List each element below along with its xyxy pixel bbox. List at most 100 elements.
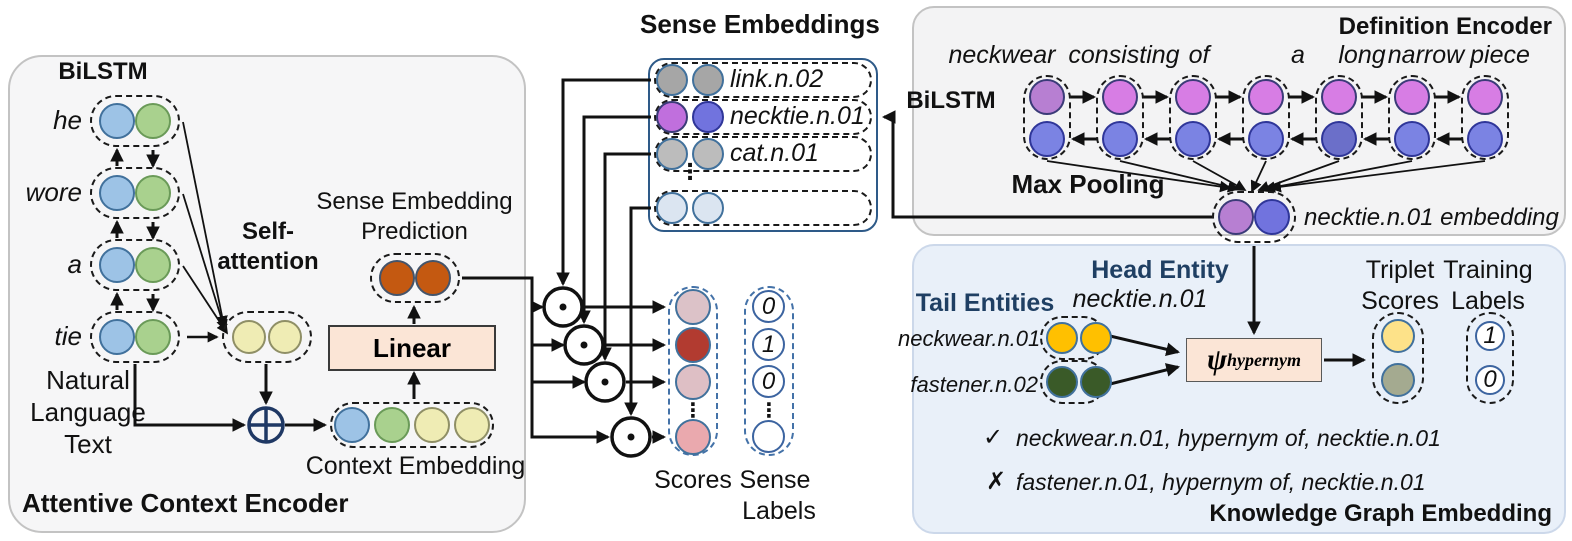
- natural-language-text-label-line3: Text: [64, 429, 112, 459]
- score-node: [675, 364, 711, 400]
- context-node: [454, 407, 490, 443]
- attentive-context-encoder-title: Attentive Context Encoder: [22, 488, 349, 518]
- dot-product-operators: [542, 286, 652, 458]
- natural-language-text-label-line2: Language: [30, 397, 146, 427]
- knowledge-graph-embedding-title: Knowledge Graph Embedding: [1209, 500, 1552, 527]
- sense-vector-node: [656, 64, 688, 96]
- prediction-node: [379, 260, 415, 296]
- definition-word: piece: [1470, 41, 1530, 69]
- prediction-node: [415, 260, 451, 296]
- head-entity-value: necktie.n.01: [1072, 285, 1208, 313]
- triplet-scores-column: [1372, 312, 1424, 404]
- dot-product-operator: [542, 286, 584, 328]
- negative-triplet-text: fastener.n.01, hypernym of, necktie.n.01: [1016, 469, 1426, 495]
- forward-state-node: [1102, 79, 1138, 115]
- sense-row: [654, 62, 872, 98]
- backward-state-node: [1321, 121, 1357, 157]
- dot-product-operator: [610, 416, 652, 458]
- score-node: [675, 327, 711, 363]
- tail-entity-label: neckwear.n.01: [898, 326, 1041, 351]
- sense-vector-node: [656, 192, 688, 224]
- backward-state-node: [135, 103, 171, 139]
- definition-bilstm-column: [1242, 75, 1290, 160]
- bilstm-cell-pair: [90, 167, 180, 219]
- context-node: [334, 407, 370, 443]
- backward-state-node: [135, 247, 171, 283]
- backward-state-node: [1102, 121, 1138, 157]
- entity-node: [1080, 322, 1112, 354]
- attention-vector-pair: [222, 311, 312, 363]
- context-node: [374, 407, 410, 443]
- sense-embedding-prediction-label-line2: Prediction: [361, 218, 468, 245]
- sense-row-label: necktie.n.01: [730, 102, 865, 130]
- tail-entities-label: Tail Entities: [915, 289, 1055, 317]
- sense-label-node: 1: [752, 328, 785, 361]
- sense-embedding-prediction-pair: [370, 253, 460, 303]
- definition-word: consisting: [1068, 41, 1180, 69]
- sense-row: [654, 190, 872, 226]
- sense-row-label: cat.n.01: [730, 139, 819, 167]
- sense-label-node: 0: [752, 290, 785, 323]
- sense-row: [654, 99, 872, 135]
- bilstm-cell-pair: [90, 311, 180, 363]
- max-pooling-title: Max Pooling: [1011, 169, 1165, 199]
- sense-to-dot-arrows: [556, 78, 651, 417]
- bilstm-cell-pair: [90, 239, 180, 291]
- psi-subscript: hypernym: [1227, 349, 1302, 370]
- backward-state-node: [1394, 121, 1430, 157]
- sense-vector-node: [692, 138, 724, 170]
- sense-labels-caption-line1: Sense: [739, 466, 811, 494]
- self-attention-title-line2: attention: [217, 248, 319, 275]
- sense-labels-ellipsis: ⋮: [759, 398, 779, 422]
- forward-state-node: [1029, 79, 1065, 115]
- forward-state-node: [99, 247, 135, 283]
- natural-language-text-label-line1: Natural: [46, 365, 130, 395]
- definition-bilstm-column: [1461, 75, 1509, 160]
- sense-row-label: link.n.02: [730, 65, 824, 93]
- definition-bilstm-title: BiLSTM: [906, 87, 996, 114]
- sense-labels-caption-line2: Labels: [742, 497, 816, 525]
- token-label: a: [67, 249, 82, 279]
- context-node: [414, 407, 450, 443]
- triplet-score-node: [1381, 363, 1415, 397]
- forward-state-node: [1175, 79, 1211, 115]
- sense-embedding-prediction-label-line1: Sense Embedding: [316, 188, 513, 215]
- entity-node: [1080, 366, 1112, 398]
- definition-encoder-title: Definition Encoder: [1338, 13, 1552, 40]
- definition-word: a: [1291, 41, 1305, 69]
- token-label: he: [53, 105, 82, 135]
- triplet-scores-label-line1: Triplet: [1365, 256, 1435, 284]
- cross-icon: ✗: [986, 467, 1007, 495]
- sense-rows-ellipsis: ⋮: [679, 160, 701, 185]
- dot-product-operator: [563, 324, 605, 366]
- definition-word: of: [1188, 41, 1210, 69]
- head-entity-label: Head Entity: [1091, 256, 1229, 284]
- forward-state-node: [99, 319, 135, 355]
- definition-bilstm-column: [1388, 75, 1436, 160]
- linear-layer-box: Linear: [328, 325, 496, 371]
- forward-state-node: [1248, 79, 1284, 115]
- forward-state-node: [99, 175, 135, 211]
- sense-vector-node: [692, 101, 724, 133]
- training-labels-label-line2: Labels: [1451, 287, 1525, 315]
- backward-state-node: [1467, 121, 1503, 157]
- training-label-node: 0: [1475, 365, 1505, 395]
- sense-label-node: 0: [752, 365, 785, 398]
- necktie-embedding-label: necktie.n.01 embedding: [1304, 204, 1559, 231]
- attention-node: [268, 320, 302, 354]
- sense-embeddings-title: Sense Embeddings: [640, 9, 880, 39]
- sense-vector-node: [656, 101, 688, 133]
- definition-bilstm-column: [1315, 75, 1363, 160]
- sense-labels-column: [744, 286, 794, 456]
- bilstm-cell-pair: [90, 95, 180, 147]
- context-embedding-label: Context Embedding: [305, 452, 526, 480]
- sense-row: [654, 136, 872, 172]
- score-node: [675, 419, 711, 455]
- forward-state-node: [99, 103, 135, 139]
- knowledge-graph-embedding-panel: [912, 244, 1566, 534]
- forward-state-node: [1394, 79, 1430, 115]
- score-node: [675, 289, 711, 325]
- token-label: wore: [25, 177, 82, 207]
